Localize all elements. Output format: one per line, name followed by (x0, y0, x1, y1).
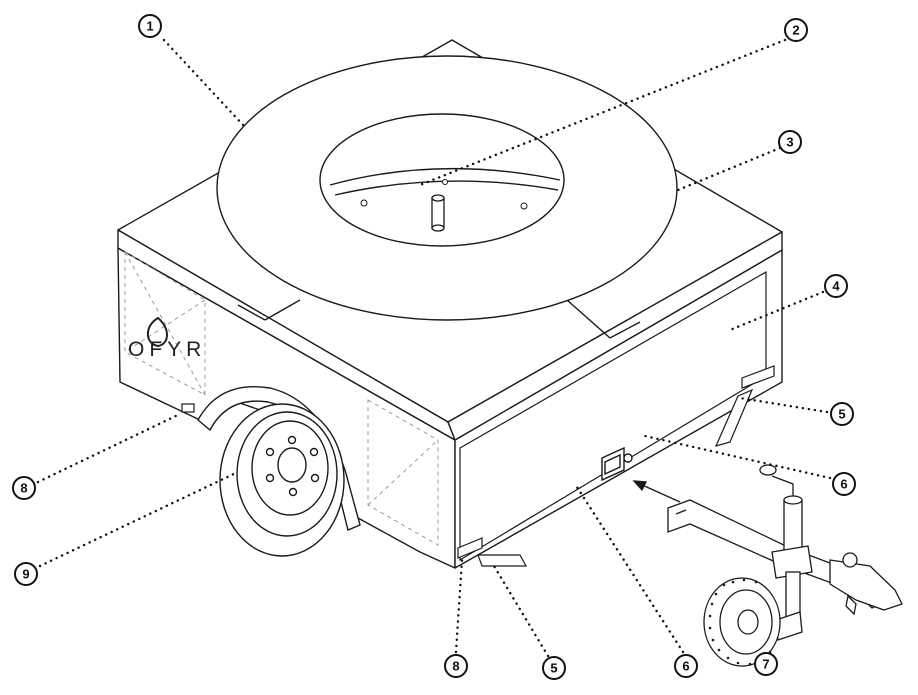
leader-2 (418, 38, 787, 187)
callout-c3a: 3 (778, 130, 802, 154)
wheel (219, 403, 345, 557)
jockey-wheel-assembly (703, 464, 813, 667)
callout-number: 7 (762, 657, 769, 672)
callouts: 1 2 3 4 5 6 8 9 8 5 6 7 (12, 14, 856, 680)
leader-9 (38, 470, 240, 568)
tire-tread (708, 578, 772, 666)
leader-6a (643, 434, 832, 480)
leader-6b (573, 482, 685, 654)
ofyr-logo: OFYR (128, 316, 206, 361)
leader-3 (676, 146, 782, 192)
callout-c4a: 4 (824, 274, 848, 298)
reflector-front-left (457, 537, 483, 559)
hitch-receiver (601, 446, 633, 482)
callout-c7a: 7 (754, 652, 778, 676)
callout-circle (830, 402, 854, 426)
fire-ring (216, 55, 678, 321)
callout-number: 8 (452, 659, 459, 674)
leader-8a (36, 412, 182, 484)
callout-circle (138, 14, 162, 38)
callout-circle (778, 130, 802, 154)
callout-c8b: 8 (444, 654, 468, 678)
center-pin (431, 194, 445, 232)
callout-c2a: 2 (784, 18, 808, 42)
callout-number: 9 (22, 567, 29, 582)
callout-circle (14, 562, 38, 586)
callout-circle (824, 274, 848, 298)
support-leg-left (477, 554, 528, 567)
callout-circle (542, 656, 566, 680)
callout-number: 2 (792, 23, 799, 38)
callout-c6b: 6 (674, 654, 698, 678)
callout-circle (754, 652, 778, 676)
logo-text: OFYR (128, 338, 206, 361)
callout-number: 3 (786, 135, 793, 150)
flame-logo-icon (146, 316, 168, 348)
crank-handle (759, 464, 777, 476)
reflector-front-right (741, 365, 775, 389)
callout-c1a: 1 (138, 14, 162, 38)
callout-number: 5 (550, 661, 557, 676)
callout-c5a: 5 (830, 402, 854, 426)
bowl-holes (360, 179, 528, 210)
coupling-head (829, 552, 903, 616)
callout-c9a: 9 (14, 562, 38, 586)
callout-number: 4 (832, 279, 840, 294)
callout-number: 8 (20, 481, 27, 496)
callout-circle (674, 654, 698, 678)
callout-number: 6 (840, 477, 847, 492)
callout-circle (784, 18, 808, 42)
callout-number: 1 (146, 19, 153, 34)
callout-c8a: 8 (12, 476, 36, 500)
leader-1 (162, 38, 246, 128)
callout-c6a: 6 (832, 472, 856, 496)
callout-number: 6 (682, 659, 689, 674)
leader-5a (738, 396, 829, 414)
cover-seam (237, 299, 641, 339)
fire-bowl-rim (329, 167, 561, 186)
callout-number: 5 (838, 407, 845, 422)
callout-c5b: 5 (542, 656, 566, 680)
callout-circle (832, 472, 856, 496)
callout-circle (12, 476, 36, 500)
hidden-lines (124, 251, 439, 546)
leader-8b (454, 558, 464, 654)
leader-5b (492, 564, 550, 658)
leader-lines (36, 38, 832, 658)
reflector-left (181, 403, 195, 413)
fire-ring-opening (319, 113, 565, 247)
support-leg-right (714, 388, 754, 447)
insert-arrow (632, 480, 681, 503)
callout-circle (444, 654, 468, 678)
